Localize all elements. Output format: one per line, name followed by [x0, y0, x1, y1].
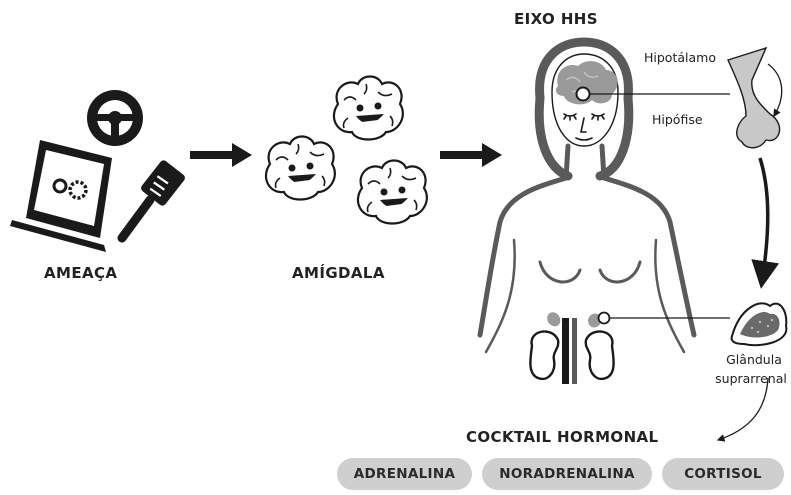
adrenal-label-line1: Glândula — [718, 352, 790, 367]
adrenal-label-line2: suprarrenal — [712, 371, 790, 386]
hormone-pill-cortisol: CORTISOL — [662, 458, 784, 490]
hormone-pill-adrenaline: ADRENALINA — [337, 458, 472, 490]
pituitary-label: Hipófise — [652, 112, 703, 127]
adrenal-to-cocktail-arrow — [718, 378, 768, 440]
hormone-pill-noradrenaline: NORADRENALINA — [482, 458, 652, 490]
hypothalamus-label: Hipotálamo — [644, 50, 716, 65]
hypothalamus-to-pituitary-arrow — [768, 64, 782, 116]
steering-wheel-icon — [87, 90, 143, 146]
pituitary-to-adrenal-arrow — [760, 158, 768, 282]
kidney-icon — [530, 312, 613, 384]
spatula-icon — [122, 159, 187, 238]
cocktail-title: COCKTAIL HORMONAL — [466, 428, 658, 446]
pituitary-icon — [728, 48, 780, 148]
amygdala-label: AMÍGDALA — [292, 264, 385, 282]
smiling-brain-icon — [266, 77, 427, 224]
brain-icon — [556, 61, 618, 104]
page-title: EIXO HHS — [514, 10, 598, 28]
laptop-gear-icon — [10, 140, 112, 252]
face-features — [564, 114, 604, 140]
threat-label: AMEAÇA — [44, 264, 117, 282]
adrenal-gland-icon — [732, 303, 787, 345]
